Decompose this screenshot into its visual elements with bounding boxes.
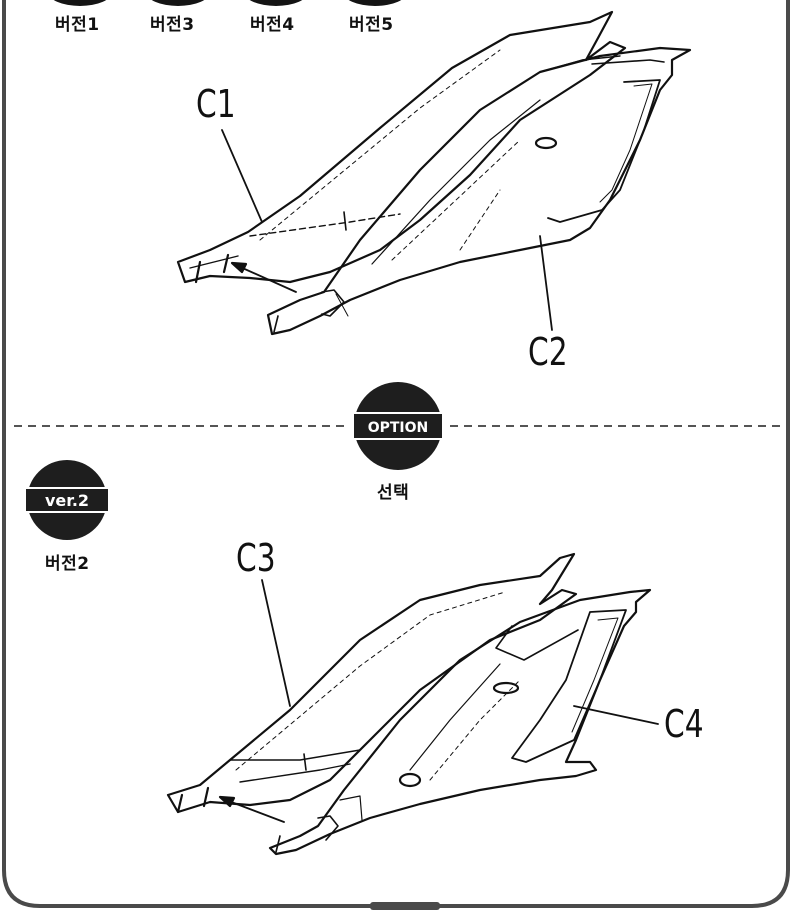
part-label-c2: C2 xyxy=(528,330,568,374)
ver2-badge-icon xyxy=(24,460,110,540)
part-label-c1: C1 xyxy=(196,82,236,126)
part-c3-shape xyxy=(166,552,578,814)
c4-leader-line xyxy=(573,705,659,725)
ver5-caption: 버전5 xyxy=(349,15,394,35)
frame-tab xyxy=(370,902,440,910)
ver5-badge-icon xyxy=(348,0,402,6)
part-c2-shape xyxy=(266,46,692,336)
top-tail-fin-drawing xyxy=(176,10,692,336)
ver2-caption: 버전2 xyxy=(45,554,90,574)
ver1-badge-icon xyxy=(53,0,107,6)
c3-leader-line xyxy=(261,579,291,707)
c1-leader-line xyxy=(221,129,263,223)
bottom-tail-fin-drawing xyxy=(166,552,659,856)
part-c1-shape xyxy=(176,10,627,284)
ver4-caption: 버전4 xyxy=(250,15,295,35)
part-label-c4: C4 xyxy=(664,702,704,746)
ver2-badge-label: ver.2 xyxy=(45,491,89,510)
assembly-arrow-icon xyxy=(230,261,248,274)
part-c4-shape xyxy=(268,588,652,856)
ver4-badge-icon xyxy=(249,0,303,6)
c2-leader-line xyxy=(539,235,553,331)
ver3-caption: 버전3 xyxy=(150,15,195,35)
part-label-c3: C3 xyxy=(236,536,276,580)
assembly-arrow-icon-2 xyxy=(218,795,236,808)
option-badge-icon xyxy=(352,382,444,470)
version-badges-top xyxy=(53,0,402,6)
ver1-caption: 버전1 xyxy=(55,15,100,35)
ver3-badge-icon xyxy=(151,0,205,6)
option-badge-label: OPTION xyxy=(368,420,429,436)
option-caption: 선택 xyxy=(377,483,410,503)
